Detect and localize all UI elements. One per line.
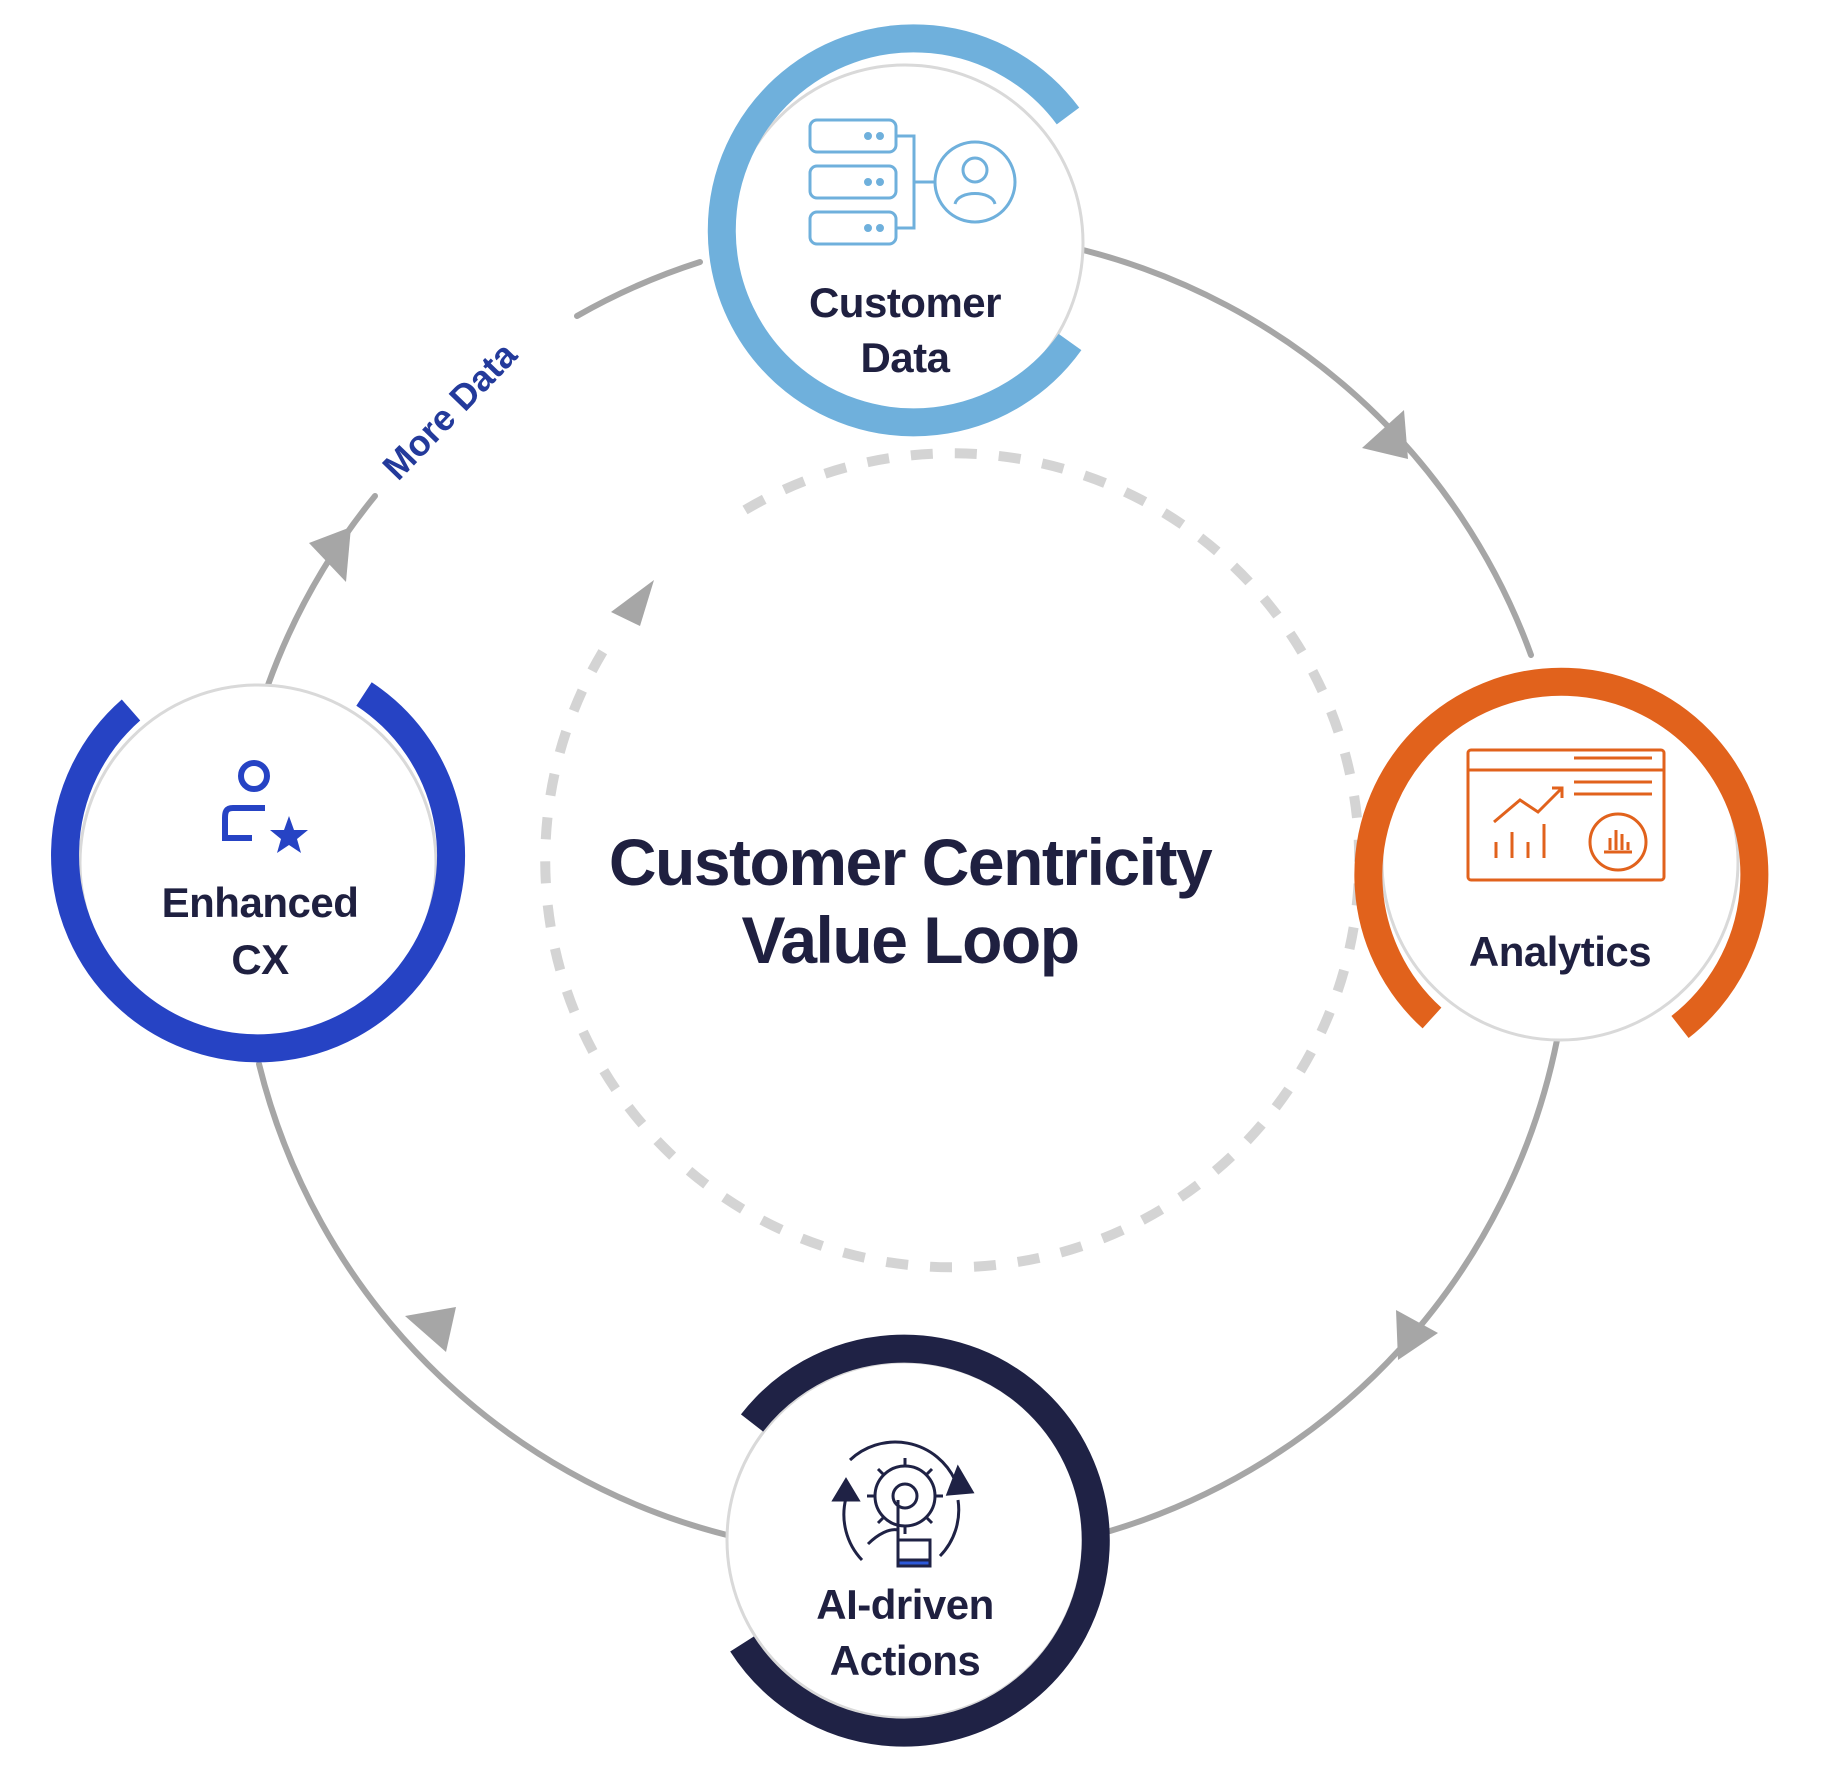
node-enhanced-cx: Enhanced CX	[51, 682, 465, 1063]
connector-analytics-to-actions	[1107, 1037, 1560, 1534]
node-ai-driven-actions: AI-driven Actions	[725, 1334, 1110, 1747]
node-ai-driven-actions-accent-ring	[730, 1334, 1110, 1747]
node-analytics-label: Analytics	[1469, 928, 1651, 975]
database-user-icon	[808, 118, 1017, 246]
analytics-dashboard-icon	[1466, 748, 1666, 882]
node-customer-data: Customer Data	[707, 24, 1085, 437]
node-customer-data-accent-ring	[707, 24, 1082, 437]
center-title-line2: Value Loop	[741, 903, 1078, 977]
arrowhead-left-lower	[405, 1307, 456, 1352]
node-ai-driven-actions-label-line1: AI-driven	[816, 1581, 994, 1628]
user-star-icon	[222, 760, 308, 853]
inner-dashed-ring	[540, 448, 1365, 1273]
node-enhanced-cx-accent-ring	[51, 682, 465, 1063]
arrowhead-left-upper	[309, 527, 351, 582]
connector-cx-to-data-upper	[574, 259, 703, 319]
connector-cx-to-data	[265, 493, 378, 688]
center-title-line1: Customer Centricity	[609, 825, 1213, 899]
arrowhead-right-upper	[1362, 410, 1408, 459]
center-title: Customer Centricity Value Loop	[609, 825, 1215, 977]
connector-arrowheads	[309, 410, 1438, 1360]
connector-actions-to-cx	[256, 1061, 730, 1538]
node-analytics: Analytics	[1354, 667, 1769, 1042]
node-ai-driven-actions-label-line2: Actions	[830, 1637, 981, 1684]
inner-ring-arrowhead	[611, 580, 654, 626]
more-data-label: More Data	[374, 333, 525, 487]
node-enhanced-cx-label-line1: Enhanced	[162, 879, 359, 926]
gear-touch-cycle-icon	[831, 1440, 975, 1568]
connector-data-to-analytics	[1080, 247, 1534, 658]
node-enhanced-cx-label-line2: CX	[231, 936, 289, 983]
node-customer-data-label-line2: Data	[860, 334, 950, 381]
node-analytics-accent-ring	[1354, 667, 1769, 1039]
connector-arcs	[256, 247, 1560, 1538]
inner-dashed-arc	[540, 448, 1365, 1273]
arrowhead-right-lower	[1396, 1310, 1438, 1360]
node-customer-data-label-line1: Customer	[809, 279, 1001, 326]
